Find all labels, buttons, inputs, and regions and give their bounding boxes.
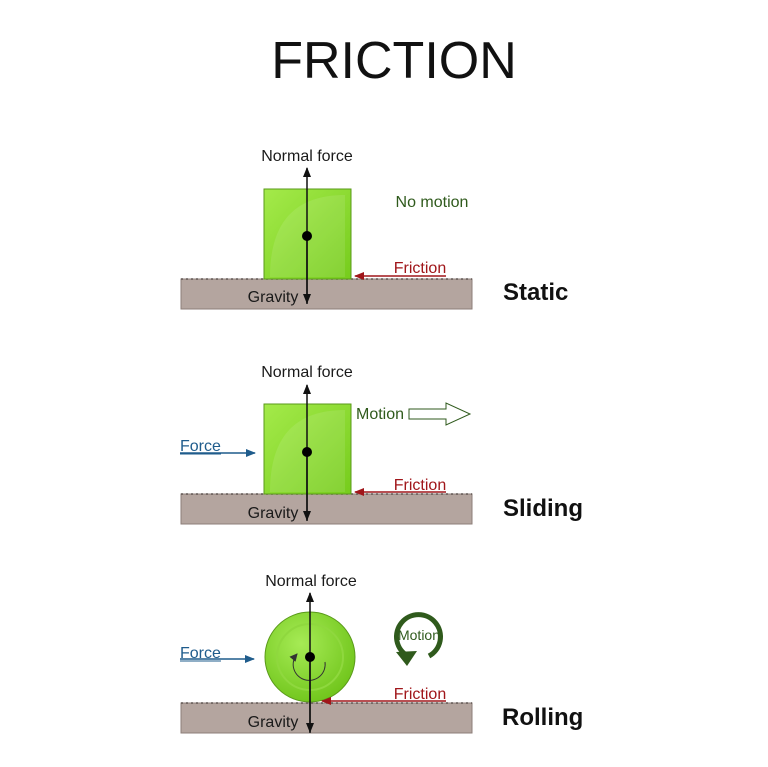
sliding-force-label: Force	[180, 438, 221, 455]
static-normal-force-label: Normal force	[261, 148, 353, 165]
rolling-gravity-label: Gravity	[248, 714, 299, 731]
rolling-case-label: Rolling	[502, 704, 583, 731]
sliding-ground	[180, 493, 473, 525]
sliding-panel: Normal force Gravity Friction Motion For…	[180, 364, 583, 525]
rolling-motion-label: Motion	[398, 627, 440, 643]
rolling-rotation-arrow	[289, 653, 326, 681]
sliding-friction-label: Friction	[394, 477, 446, 494]
sliding-motion-arrow	[408, 402, 472, 426]
diagram-title: FRICTION	[271, 32, 517, 90]
static-gravity-label: Gravity	[248, 289, 299, 306]
rolling-motion-arrow	[394, 612, 443, 659]
static-case-label: Static	[503, 279, 568, 306]
rolling-panel: Normal force Gravity Friction Motion For…	[180, 573, 583, 734]
rolling-ground	[180, 702, 473, 734]
sliding-normal-force-label: Normal force	[261, 364, 353, 381]
rolling-motion-arrowhead	[396, 651, 417, 666]
static-ground	[180, 278, 473, 310]
sliding-motion-label: Motion	[356, 406, 404, 423]
static-panel: Normal force Gravity Friction No motion …	[180, 148, 568, 310]
static-center-dot	[302, 231, 312, 241]
sliding-case-label: Sliding	[503, 495, 583, 522]
rolling-center-dot	[305, 652, 315, 662]
sliding-gravity-label: Gravity	[248, 505, 299, 522]
rolling-force-label: Force	[180, 645, 221, 662]
sliding-center-dot	[302, 447, 312, 457]
rolling-normal-force-label: Normal force	[265, 573, 357, 590]
static-motion-label: No motion	[396, 194, 469, 211]
static-friction-label: Friction	[394, 260, 446, 277]
rolling-friction-label: Friction	[394, 686, 446, 703]
